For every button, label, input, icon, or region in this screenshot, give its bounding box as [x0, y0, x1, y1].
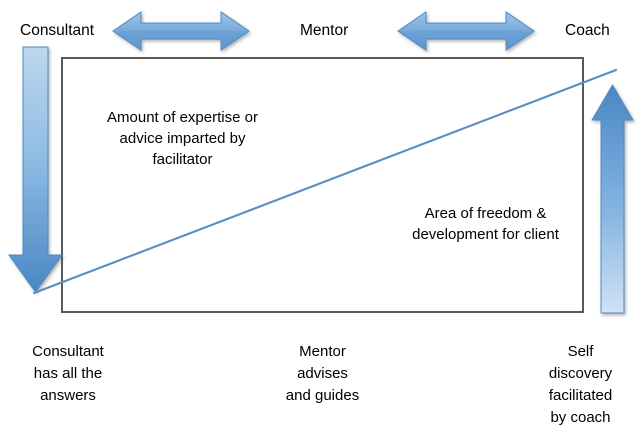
bottom-label-coach: Self discovery facilitated by coach [548, 343, 613, 426]
diagonal-divider-line [32, 68, 618, 295]
main-rectangle [61, 57, 584, 313]
double-headed-arrow-icon-left [112, 11, 250, 51]
up-arrow-icon [591, 84, 634, 314]
double-headed-arrow-icon-right [397, 11, 535, 51]
top-label-coach: Coach [565, 22, 610, 39]
lower-text-block: Area of freedom & development for client [412, 205, 559, 243]
down-arrow-icon [8, 46, 63, 293]
top-label-mentor: Mentor [300, 22, 349, 39]
upper-text-block: Amount of expertise or advice imparted b… [107, 109, 258, 168]
bottom-label-consultant: Consultant has all the answers [32, 343, 104, 404]
bottom-label-mentor: Mentor advises and guides [285, 343, 360, 404]
top-label-consultant: Consultant [20, 22, 95, 39]
